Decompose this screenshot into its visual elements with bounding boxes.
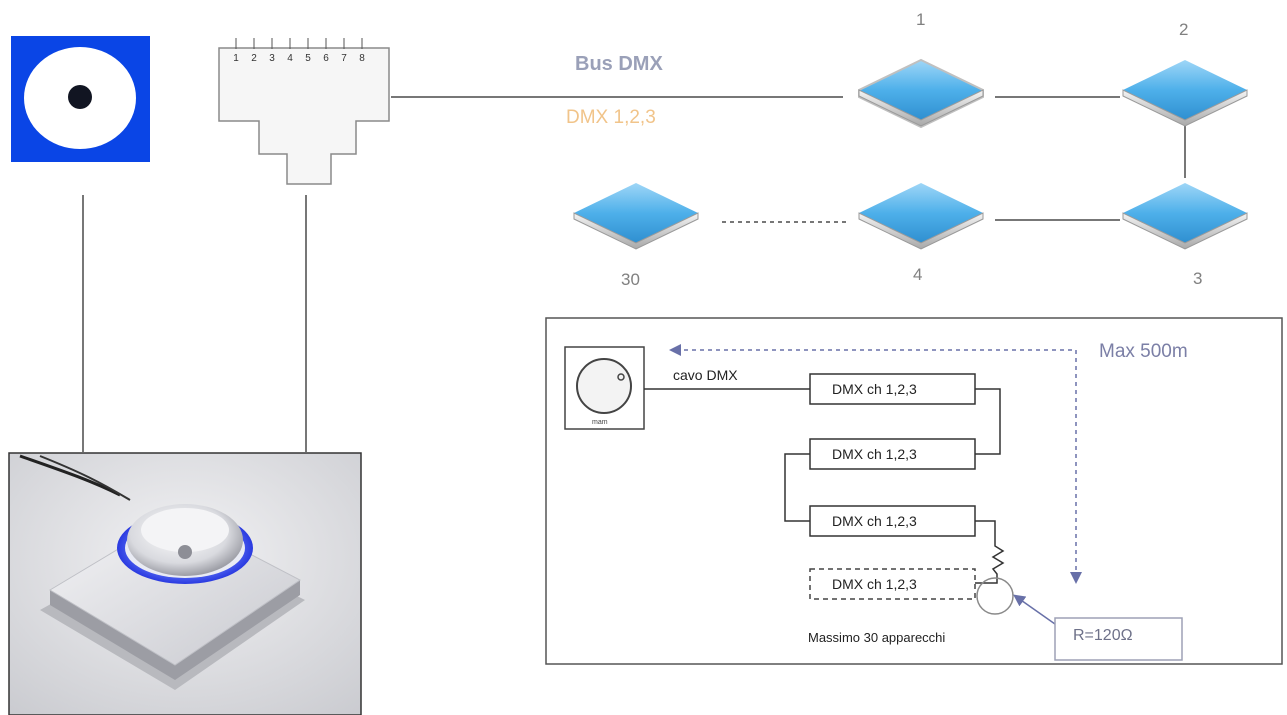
terminator-circle	[976, 577, 1014, 615]
channel-box-3	[809, 505, 976, 537]
resistor-box	[1054, 617, 1183, 661]
rj45-pin-1: 1	[233, 53, 239, 64]
fixture-30-label: 30	[621, 270, 640, 289]
rj45-connector-icon: 1 2 3 4 5 6 7 8	[218, 38, 390, 185]
cable-label: cavo DMX	[673, 367, 738, 383]
fixture-3-label: 3	[1193, 269, 1203, 288]
fixture-1	[858, 58, 984, 129]
bus-title: Bus DMX	[575, 53, 663, 75]
rj45-pin-3: 3	[269, 53, 275, 64]
fixture-1-label: 1	[916, 10, 926, 29]
rj45-pin-6: 6	[323, 53, 329, 64]
fixture-3	[1122, 183, 1248, 250]
channel-box-2	[809, 438, 976, 470]
rj45-pin-8: 8	[359, 53, 365, 64]
channel-box-4-dashed	[809, 568, 976, 600]
fixture-2-label: 2	[1179, 20, 1189, 39]
max-distance-label: Max 500m	[1099, 341, 1188, 362]
channel-label-1: DMX ch 1,2,3	[832, 381, 917, 397]
rj45-pin-7: 7	[341, 53, 347, 64]
channel-label-2: DMX ch 1,2,3	[832, 446, 917, 462]
rj45-pin-4: 4	[287, 53, 293, 64]
max-distance-arrow	[669, 344, 1082, 584]
channel-box-1	[809, 373, 976, 405]
wiring-diagram-box	[545, 317, 1283, 665]
controller-photo	[8, 452, 362, 715]
fixture-4-label: 4	[913, 265, 923, 284]
controller-knob-icon	[564, 346, 645, 430]
rj45-pin-2: 2	[251, 53, 257, 64]
resistor-label: R=120Ω	[1073, 627, 1133, 644]
controller-caption: mam	[592, 419, 608, 426]
channel-label-3: DMX ch 1,2,3	[832, 513, 917, 529]
channel-label-4: DMX ch 1,2,3	[832, 576, 917, 592]
fixture-30	[573, 183, 699, 250]
fixture-2	[1122, 60, 1248, 127]
max-devices-label: Massimo 30 apparecchi	[808, 630, 946, 645]
fixture-4	[858, 183, 984, 250]
dmx-connector-icon	[11, 36, 150, 162]
bus-subtitle: DMX 1,2,3	[566, 107, 656, 128]
rj45-pin-5: 5	[305, 53, 311, 64]
